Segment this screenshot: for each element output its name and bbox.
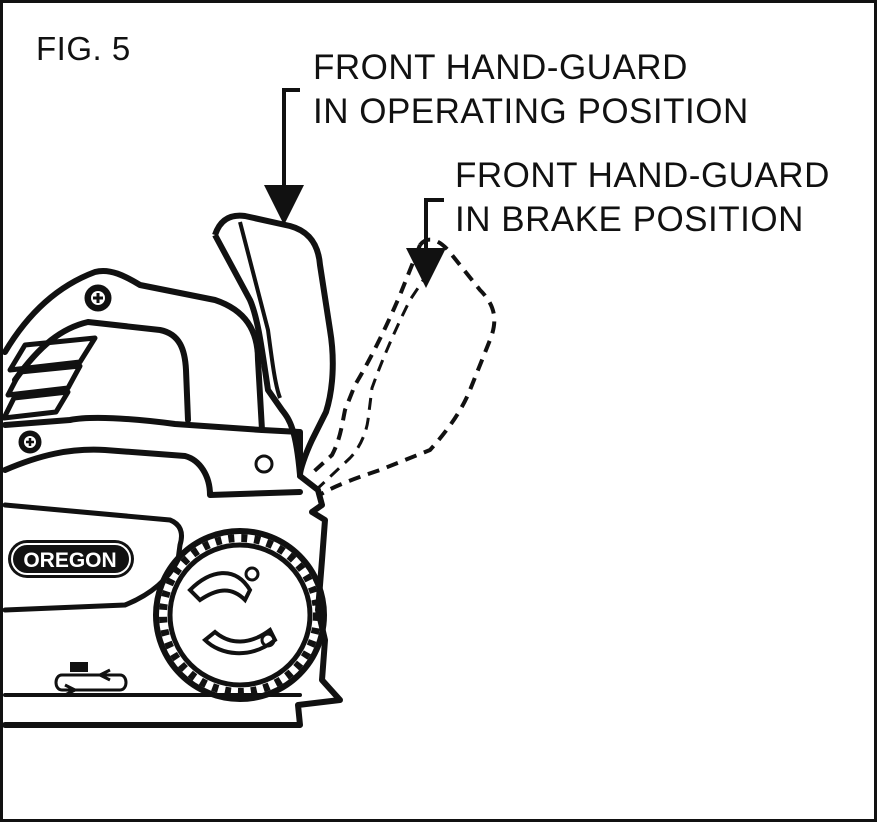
leader-arrow-operating: [264, 88, 304, 225]
logo-text: OREGON: [23, 549, 116, 572]
callout-brake-position: FRONT HAND-GUARD IN BRAKE POSITION: [455, 154, 830, 242]
oregon-logo: OREGON: [8, 540, 134, 578]
callout-brake-line1: FRONT HAND-GUARD: [455, 156, 830, 195]
callout-brake-line2: IN BRAKE POSITION: [455, 200, 804, 239]
callout-operating-line2: IN OPERATING POSITION: [313, 92, 749, 131]
hand-guard-brake: [308, 237, 497, 498]
hand-guard-operating: [212, 212, 336, 476]
callout-operating-line1: FRONT HAND-GUARD: [313, 48, 688, 87]
screw-icon: [84, 284, 112, 312]
figure-title: FIG. 5: [36, 30, 131, 67]
callout-operating-position: FRONT HAND-GUARD IN OPERATING POSITION: [313, 46, 749, 134]
screw-icon: [18, 430, 42, 454]
leader-arrow-brake: [406, 198, 446, 288]
pivot-hole: [254, 454, 274, 474]
chain-direction-icon: [54, 662, 128, 697]
tension-knob: [153, 528, 327, 702]
